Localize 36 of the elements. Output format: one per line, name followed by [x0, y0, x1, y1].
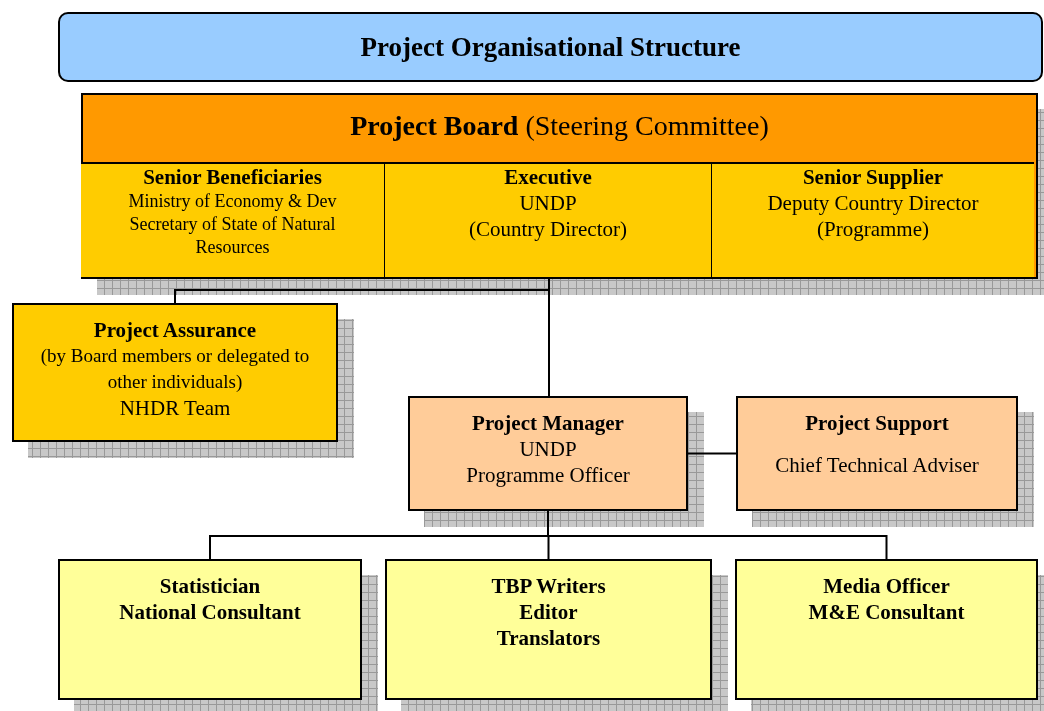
role-heading: Senior Beneficiaries [143, 164, 322, 190]
role-detail: UNDP [519, 436, 577, 462]
board-box [81, 93, 1038, 279]
staff-box [385, 559, 712, 700]
role-text: M&E Consultant [808, 599, 965, 625]
connector-line [687, 452, 737, 455]
role-box [736, 396, 1018, 511]
title-banner [58, 12, 1043, 82]
role-box [12, 303, 338, 442]
role-detail: Ministry of Economy & Dev Secretary of State of Natural Resources [127, 190, 338, 259]
board-heading: Project Board (Steering Committee) [350, 110, 769, 142]
role-detail: (by Board members or delegated to other individuals) [39, 344, 311, 394]
role-text: Editor [519, 599, 578, 625]
role-text: National Consultant [119, 599, 301, 625]
role-text: TBP Writers [491, 573, 606, 599]
role-heading: Project Assurance [93, 317, 257, 343]
staff-box [735, 559, 1038, 700]
role-heading: Project Manager [472, 410, 624, 436]
role-detail: (Country Director) [468, 216, 627, 242]
role-text: Translators [496, 625, 601, 651]
role-box [408, 396, 688, 511]
role-detail: NHDR Team [119, 395, 231, 421]
role-detail: (Programme) [817, 216, 929, 242]
role-text: Media Officer [823, 573, 950, 599]
role-cell [81, 162, 386, 277]
role-detail: Chief Technical Adviser [775, 452, 979, 478]
role-heading: Executive [504, 164, 592, 190]
role-detail: Deputy Country Director [767, 190, 979, 216]
role-cell [385, 162, 713, 277]
role-detail: Programme Officer [466, 462, 630, 488]
role-text: Statistician [159, 573, 261, 599]
role-detail: UNDP [519, 190, 577, 216]
role-cell [712, 162, 1034, 277]
staff-box [58, 559, 362, 700]
role-heading: Project Support [805, 410, 949, 436]
role-heading: Senior Supplier [802, 164, 944, 190]
